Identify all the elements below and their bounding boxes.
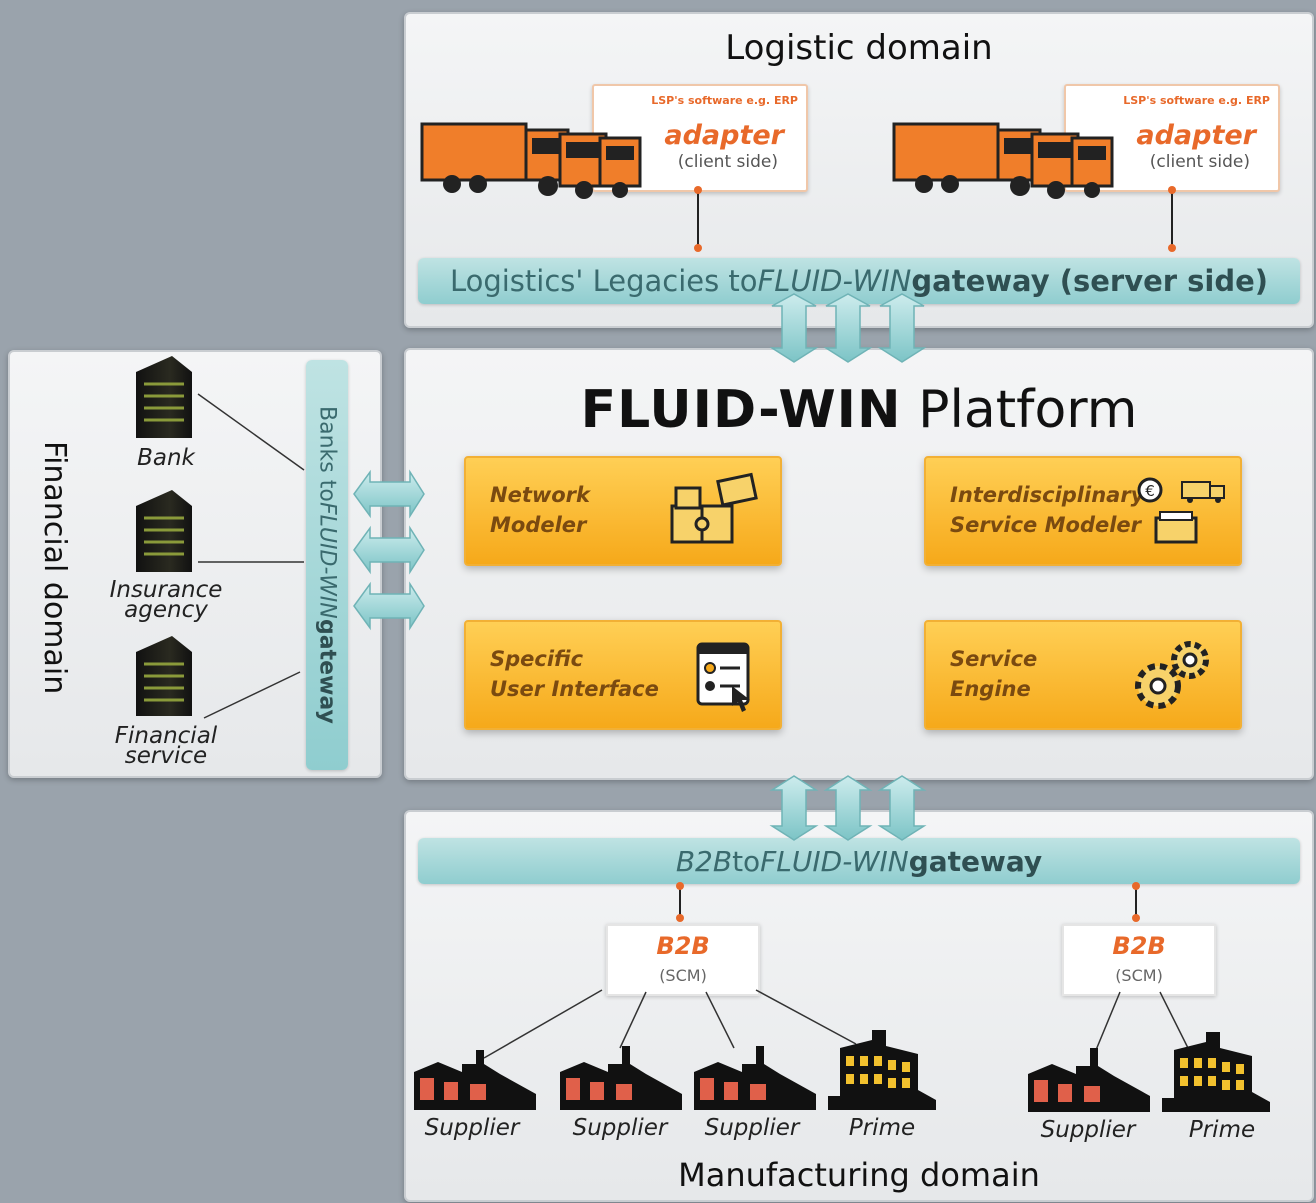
service-engine-label: Service Engine [950, 647, 1038, 701]
manufacturing-domain-title: Manufacturing domain [678, 1156, 1040, 1194]
financial-domain-panel: Financial domain Banks to FLUID-WIN gate… [8, 350, 382, 778]
supplier-label-1: Supplier [424, 1115, 520, 1141]
logistic-connectors [697, 190, 1173, 248]
bidirectional-arrow-icon [823, 775, 873, 841]
bank-building-icon [136, 356, 192, 438]
bidirectional-arrow-icon [353, 525, 425, 575]
platform-manufacturing-arrows [769, 775, 927, 841]
prime-label-2: Prime [1188, 1117, 1256, 1143]
connector-dots [694, 186, 1176, 252]
bidirectional-arrow-icon [353, 469, 425, 519]
supplier-factory-icon [694, 1046, 816, 1110]
banks-gateway-prefix: Banks to [314, 406, 340, 503]
logistics-gateway-suffix: gateway (server side) [911, 264, 1269, 298]
truck-icon-group-2 [892, 122, 1114, 199]
scm-links [483, 989, 1189, 1059]
b2b-gateway-suffix: gateway [908, 844, 1043, 878]
b2b-gateway-prefix: B2B [675, 844, 733, 878]
b2b-gateway-mid: to [732, 844, 761, 878]
financial-platform-arrows [353, 469, 425, 631]
banks-gateway-suffix: gateway [314, 618, 340, 724]
truck-icon-group-1 [420, 122, 642, 199]
truck-icon [892, 122, 1042, 196]
financial-connectors [197, 393, 305, 719]
supplier-label-3: Supplier [704, 1115, 800, 1141]
adapter-label: adapter [1136, 120, 1256, 151]
manufacturing-connectors [679, 884, 1137, 920]
logistics-gateway: Logistics' Legacies to FLUID-WIN gateway… [418, 258, 1300, 304]
logistics-gateway-brand: FLUID-WIN [757, 264, 912, 298]
banks-gateway: Banks to FLUID-WIN gateway [306, 360, 348, 770]
insurance-building-icon [136, 490, 192, 572]
insurance-agency-label: Insurance agency [109, 577, 223, 623]
bidirectional-arrow-icon [877, 775, 927, 841]
logistics-gateway-prefix: Logistics' Legacies to [449, 264, 758, 298]
supplier-label-2: Supplier [572, 1115, 668, 1141]
service-modeler-label: Interdisciplinary Service Modeler [950, 483, 1145, 537]
logistic-platform-arrows [769, 293, 927, 363]
specific-ui-label: Specific User Interface [490, 647, 659, 701]
lsp-software-label: LSP's software e.g. ERP [651, 94, 798, 107]
svg-text:€: € [1145, 482, 1155, 500]
service-modeler-card: Interdisciplinary Service Modeler € [924, 456, 1242, 566]
banks-gateway-brand: FLUID-WIN [314, 502, 340, 619]
network-modeler-card: Network Modeler [464, 456, 782, 566]
bidirectional-arrow-icon [769, 775, 819, 841]
lsp-software-label: LSP's software e.g. ERP [1123, 94, 1270, 107]
supplier-label-4: Supplier [1040, 1117, 1136, 1143]
euro-truck-icon: € [1137, 477, 1225, 544]
network-modeler-label: Network Modeler [490, 483, 591, 537]
bidirectional-arrow-icon [769, 293, 819, 363]
truck-icon [1070, 136, 1114, 198]
bidirectional-arrow-icon [353, 581, 425, 631]
platform-title-platform: Platform [918, 380, 1138, 440]
logistic-domain-title: Logistic domain [725, 28, 993, 68]
user-interface-icon [696, 642, 750, 712]
puzzle-icon [670, 472, 758, 544]
truck-icon [598, 136, 642, 198]
supplier-factory-icon [560, 1046, 682, 1110]
b2b-label: B2B [1112, 932, 1166, 960]
prime-factory-icon [1162, 1032, 1270, 1112]
financial-service-label: Financial service [114, 723, 218, 769]
truck-icon [558, 132, 608, 199]
scm-label: (SCM) [1115, 966, 1163, 985]
b2b-label: B2B [656, 932, 710, 960]
b2b-scm-box-1: B2B (SCM) [606, 924, 760, 996]
financial-domain-title: Financial domain [37, 441, 72, 695]
supplier-factory-icon [414, 1050, 536, 1110]
connector-dots-manufacturing [676, 882, 1140, 922]
platform-panel: FLUID-WIN Platform Network Modeler Inter… [404, 348, 1314, 780]
platform-title-brand: FLUID-WIN [580, 380, 902, 440]
adapter-label: adapter [664, 120, 784, 151]
prime-label-1: Prime [848, 1115, 916, 1141]
b2b-gateway-brand: FLUID-WIN [760, 844, 909, 878]
service-engine-card: Service Engine [924, 620, 1242, 730]
client-side-label: (client side) [677, 152, 778, 172]
supplier-factory-icon [1028, 1048, 1150, 1112]
bidirectional-arrow-icon [823, 293, 873, 363]
platform-title: FLUID-WIN Platform [406, 380, 1312, 440]
truck-icon [420, 122, 570, 196]
prime-factory-icon [828, 1030, 936, 1110]
b2b-gateway: B2B to FLUID-WIN gateway [418, 838, 1300, 884]
manufacturing-domain-panel: B2B to FLUID-WIN gateway B2B (SCM) B2B (… [404, 810, 1314, 1202]
b2b-scm-box-2: B2B (SCM) [1062, 924, 1216, 996]
financial-service-building-icon [136, 636, 192, 716]
specific-ui-card: Specific User Interface [464, 620, 782, 730]
client-side-label: (client side) [1149, 152, 1250, 172]
logistic-domain-panel: Logistic domain LSP's software e.g. ERP … [404, 12, 1314, 328]
scm-label: (SCM) [659, 966, 707, 985]
gears-icon [1135, 641, 1209, 709]
bidirectional-arrow-icon [877, 293, 927, 363]
bank-label: Bank [137, 445, 195, 471]
